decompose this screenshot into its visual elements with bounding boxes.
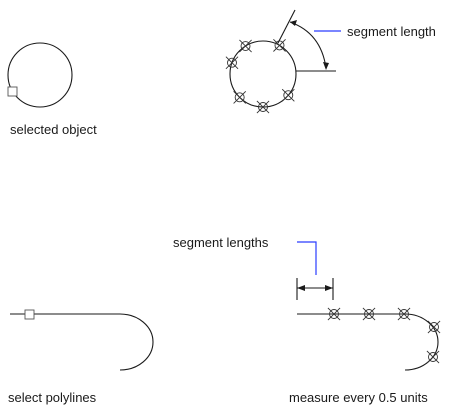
polyline-node-marker-icon — [427, 320, 441, 334]
polyline-node-marker-icon — [397, 307, 411, 321]
selection-grip-icon — [7, 86, 18, 97]
selected-object-panel: selected object — [7, 42, 97, 137]
polyline-path — [10, 313, 154, 371]
circle-node-marker-icon — [256, 100, 270, 114]
dimension-radial-line — [277, 9, 296, 44]
polyline-node-marker-icon — [362, 307, 376, 321]
dimension-arc — [289, 21, 327, 69]
circle-node-marker-icon — [225, 56, 239, 70]
circle-node-marker-icon — [239, 39, 252, 53]
selected-circle — [7, 42, 73, 108]
selected-object-label: selected object — [10, 122, 97, 137]
circle-node-marker-icon — [233, 90, 247, 104]
dimension-arrow-top — [290, 20, 297, 26]
segment-dim-arrow-left — [297, 285, 305, 291]
polyline-node-marker-icon — [327, 307, 341, 321]
polyline-segment-markers — [327, 307, 441, 364]
segment-dim-arrow-right — [325, 285, 333, 291]
segment-lengths-leader — [297, 241, 317, 275]
measured-circle-panel: segment length — [225, 9, 436, 114]
polyline-node-marker-icon — [426, 350, 440, 364]
dimension-arrow-bottom — [323, 62, 329, 70]
select-polylines-label: select polylines — [8, 390, 97, 405]
measured-polyline-panel: segment lengths measure every 0.5 units — [173, 235, 441, 405]
polyline-grip-icon — [24, 309, 35, 320]
measure-every-label: measure every 0.5 units — [289, 390, 428, 405]
circle-node-marker-icon — [281, 88, 295, 102]
select-polylines-panel: select polylines — [8, 309, 154, 405]
segment-lengths-label: segment lengths — [173, 235, 269, 250]
measured-polyline-path — [297, 313, 439, 371]
segment-length-label: segment length — [347, 24, 436, 39]
circle-segment-markers — [225, 39, 295, 114]
